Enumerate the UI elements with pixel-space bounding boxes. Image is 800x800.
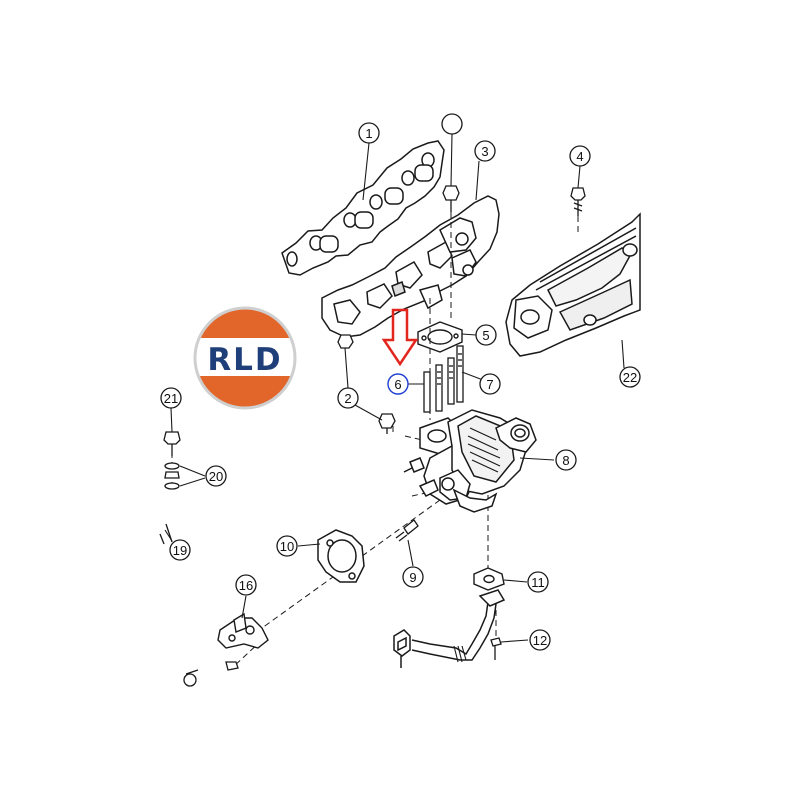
svg-text:21: 21 xyxy=(164,391,178,406)
part-9-stud xyxy=(395,519,419,542)
callout-5: 5 xyxy=(475,324,497,346)
callout-8: 8 xyxy=(555,449,577,471)
callout-3: 3 xyxy=(474,140,496,162)
callout-19: 19 xyxy=(169,539,191,561)
svg-text:10: 10 xyxy=(280,539,294,554)
svg-text:9: 9 xyxy=(409,570,416,585)
part-8-turbocharger xyxy=(403,409,537,513)
callout-4: 4 xyxy=(569,145,591,167)
logo-text: RLD xyxy=(207,342,282,378)
svg-text:4: 4 xyxy=(576,149,583,164)
callout-partial-bottom xyxy=(183,673,197,687)
part-1-exhaust-gasket xyxy=(281,140,445,276)
callout-21: 21 xyxy=(160,387,182,409)
svg-text:19: 19 xyxy=(173,543,187,558)
part-22-heat-shield xyxy=(505,212,641,357)
highlight-part-number: 6 xyxy=(394,377,401,392)
part-2-nuts xyxy=(337,334,396,434)
part-12-bolt xyxy=(490,637,502,660)
svg-text:22: 22 xyxy=(623,370,637,385)
callout-11: 11 xyxy=(527,571,549,593)
svg-text:12: 12 xyxy=(533,633,547,648)
part-3-exhaust-manifold xyxy=(321,195,500,338)
callout-1: 1 xyxy=(358,122,380,144)
rld-logo: RLD xyxy=(193,306,297,410)
callout-2: 2 xyxy=(337,387,359,409)
part-4-bolt xyxy=(570,187,586,216)
callouts: 1 3 4 5 7 8 2 21 20 19 10 9 11 16 12 22 xyxy=(160,113,641,687)
svg-text:11: 11 xyxy=(531,575,545,590)
svg-text:3: 3 xyxy=(481,144,488,159)
highlight-arrow xyxy=(381,308,419,367)
svg-text:20: 20 xyxy=(209,469,223,484)
bottom-left-fastener xyxy=(185,661,239,675)
callout-20: 20 xyxy=(205,465,227,487)
oil-return-pipe xyxy=(393,589,506,668)
svg-text:7: 7 xyxy=(486,377,493,392)
callout-12: 12 xyxy=(529,629,551,651)
callout-22: 22 xyxy=(619,366,641,388)
manifold-bolt xyxy=(442,185,460,212)
svg-text:1: 1 xyxy=(365,126,372,141)
part-21-bolt xyxy=(163,431,181,456)
callout-partial-top xyxy=(441,113,463,135)
highlight-callout-6: 6 xyxy=(387,373,409,395)
part-11-oil-gasket xyxy=(473,567,505,591)
part-10-downpipe-gasket xyxy=(317,529,365,583)
svg-text:16: 16 xyxy=(239,578,253,593)
leader-lines xyxy=(164,133,625,643)
part-20-washers xyxy=(164,462,180,490)
svg-text:5: 5 xyxy=(482,328,489,343)
callout-16: 16 xyxy=(235,574,257,596)
part-5-turbo-gasket xyxy=(417,321,463,353)
callout-9: 9 xyxy=(402,566,424,588)
part-7-studs xyxy=(423,345,464,413)
callout-10: 10 xyxy=(276,535,298,557)
svg-text:8: 8 xyxy=(562,453,569,468)
part-16-bracket xyxy=(217,612,269,649)
callout-7: 7 xyxy=(479,373,501,395)
svg-text:2: 2 xyxy=(344,391,351,406)
